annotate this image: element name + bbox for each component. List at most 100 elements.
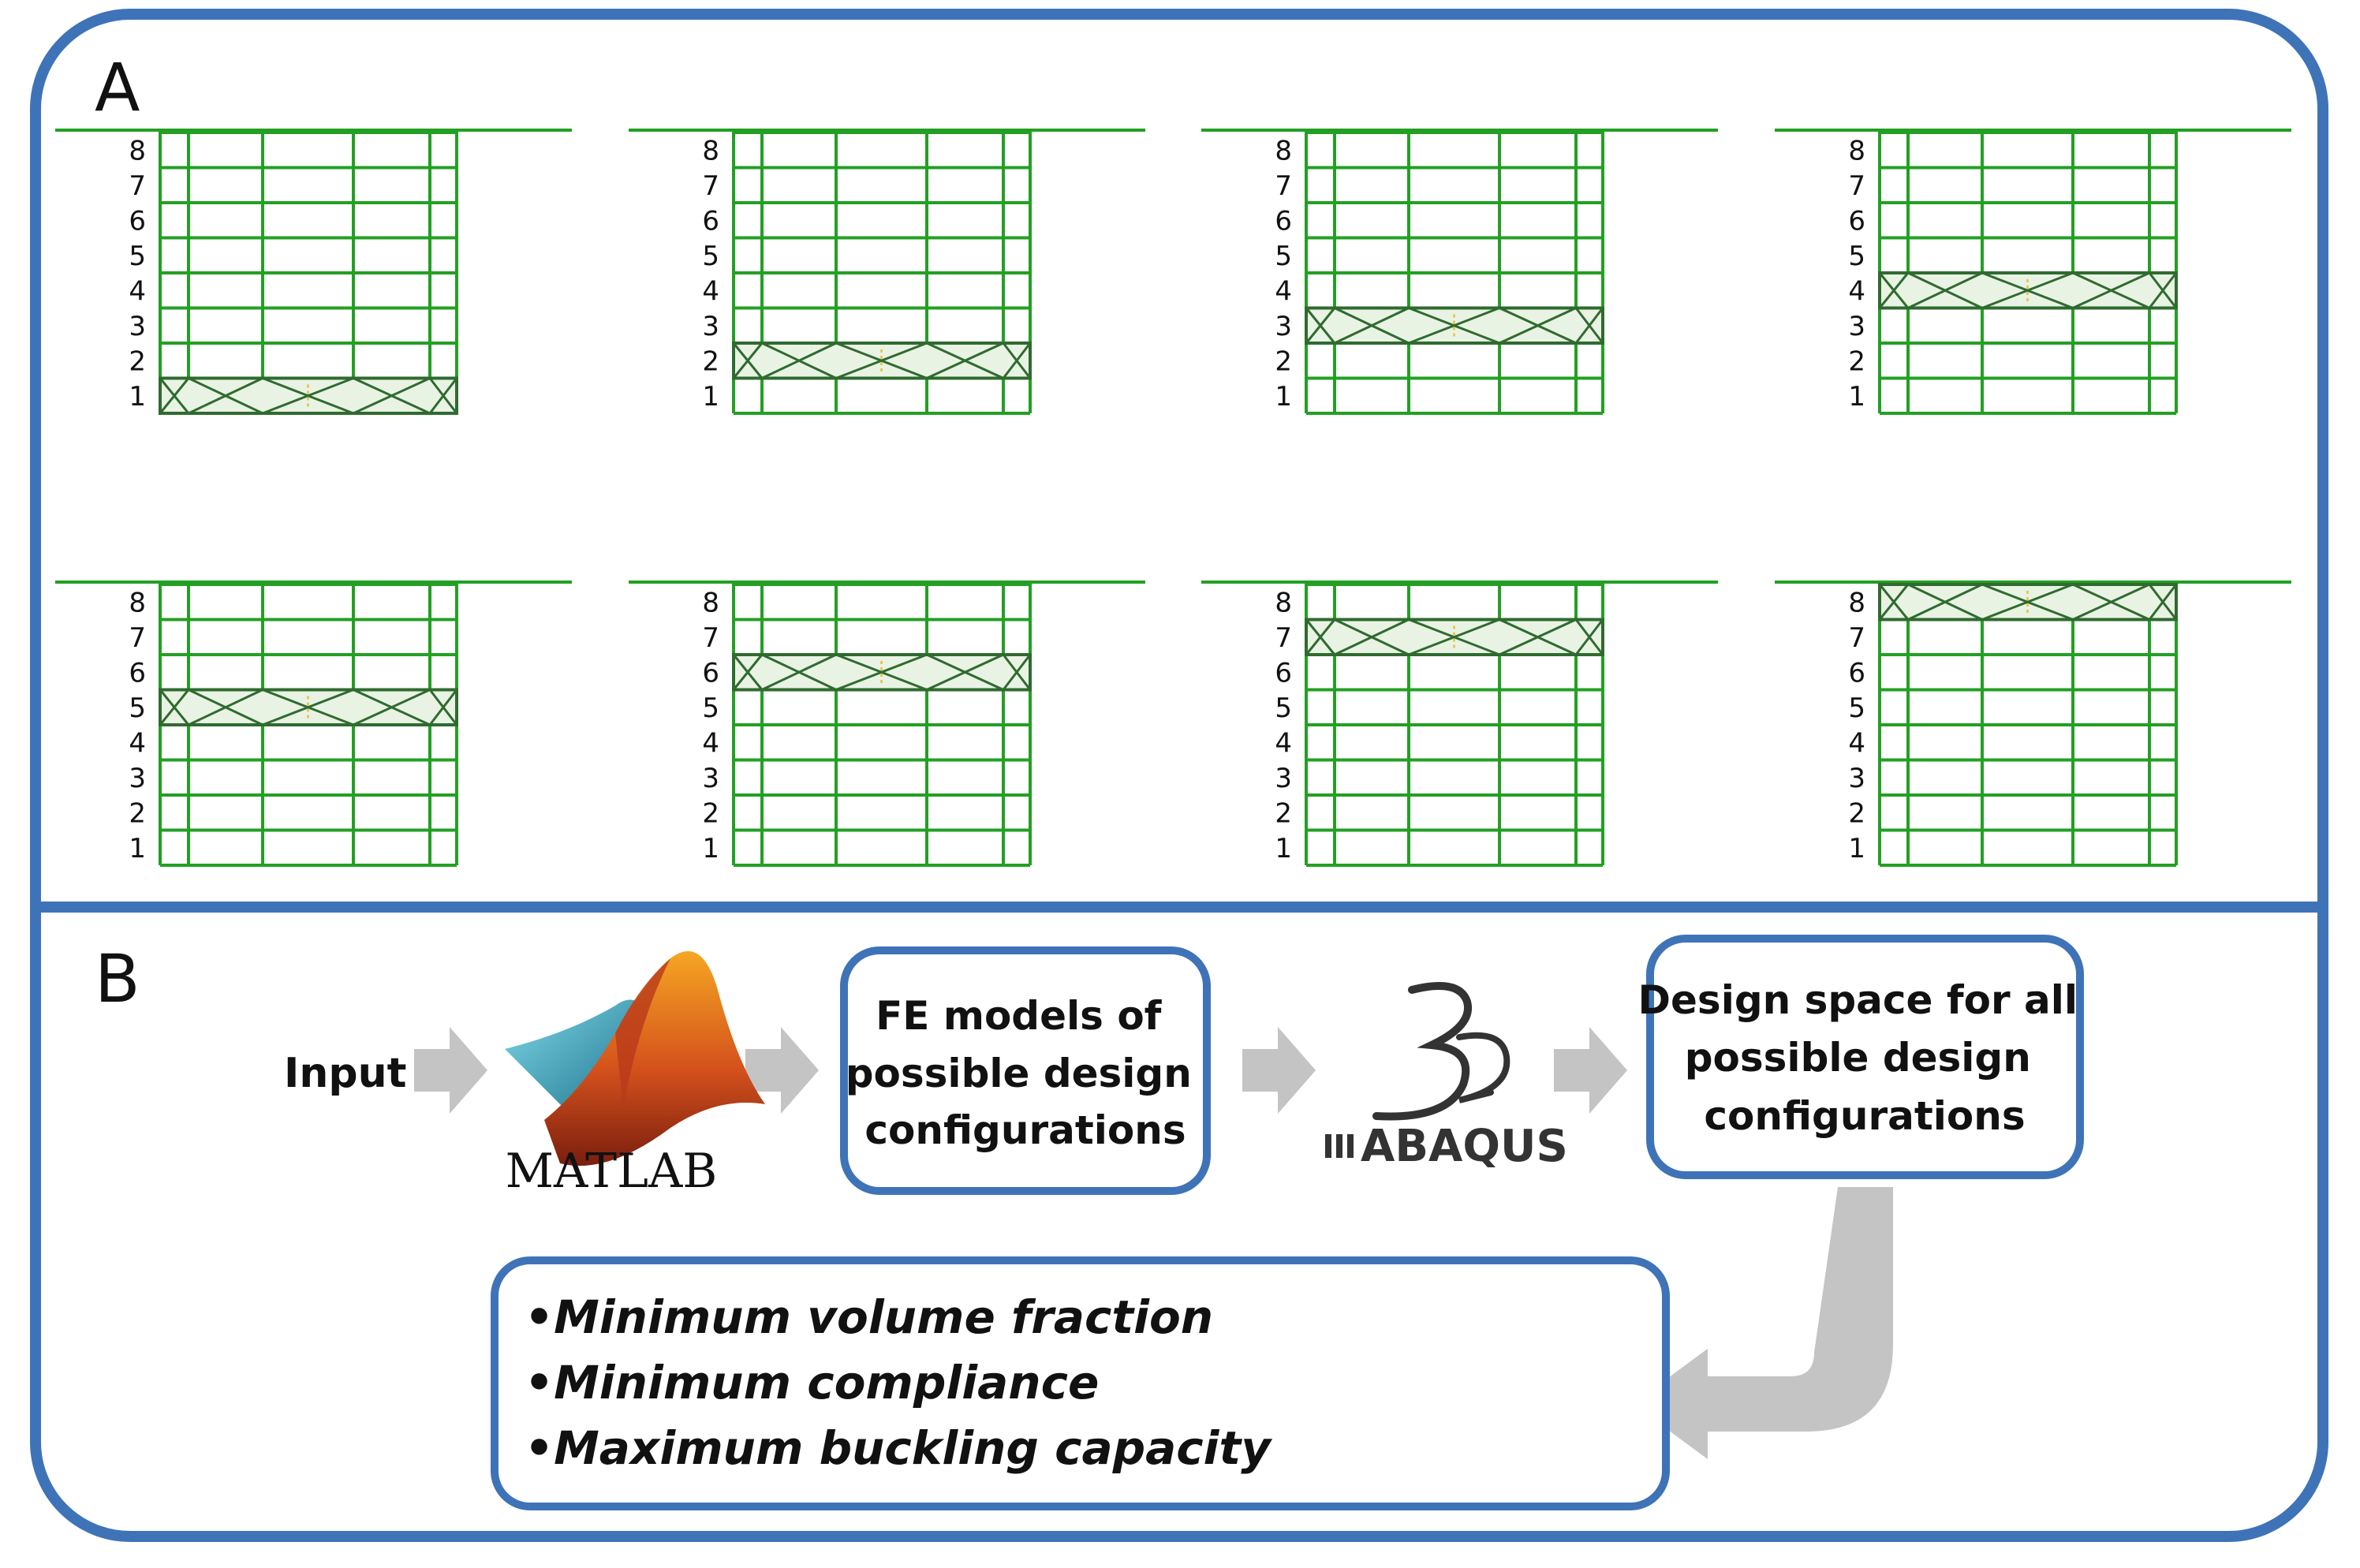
floor-number-label: 8 xyxy=(1848,135,1865,166)
floor-number-label: 1 xyxy=(1848,833,1865,864)
floor-number-label: 3 xyxy=(129,763,146,794)
floor-number-label: 6 xyxy=(1848,657,1865,689)
floor-number-label: 7 xyxy=(1848,622,1865,654)
floor-number-label: 2 xyxy=(1848,797,1865,829)
floor-number-label: 4 xyxy=(702,727,719,759)
brace-diagonal xyxy=(353,689,431,726)
brace-diagonal xyxy=(1499,307,1577,345)
design-line-1: Design space for all xyxy=(1638,977,2078,1023)
floor-number-label: 8 xyxy=(1275,135,1292,166)
floor-number-label: 8 xyxy=(129,135,146,166)
abaqus-logo: ABAQUS xyxy=(1325,982,1568,1172)
brace-diagonal xyxy=(188,689,263,726)
floor-number-label: 6 xyxy=(129,657,146,689)
floor-number-label: 7 xyxy=(702,170,719,202)
brace-diagonal xyxy=(761,653,837,691)
brace-diagonal xyxy=(159,377,190,414)
fe-line-3: configurations xyxy=(864,1107,1186,1153)
floor-number-label: 2 xyxy=(1275,345,1292,377)
brace-diagonal xyxy=(2148,272,2178,309)
bracing-band xyxy=(1305,306,1604,345)
brace-diagonal xyxy=(1574,307,1604,344)
brace-diagonal xyxy=(1907,583,1983,621)
floor-number-label: 5 xyxy=(1848,693,1865,724)
curved-arrow-down-left-icon xyxy=(1633,1187,1893,1459)
floor-number-label: 8 xyxy=(129,587,146,618)
objective-3: •Maximum buckling capacity xyxy=(525,1421,1272,1475)
floor-number-label: 5 xyxy=(1848,241,1865,272)
fe-models-text: FE models of possible design configurati… xyxy=(846,993,1205,1153)
floor-number-label: 7 xyxy=(702,622,719,654)
panel-a-label: A xyxy=(95,49,140,126)
frame-structures-group: 1234567812345678123456781234567812345678… xyxy=(55,129,2291,867)
floor-number-label: 6 xyxy=(702,205,719,237)
brace-diagonal xyxy=(353,377,431,415)
brace-diagonal xyxy=(262,377,354,415)
3ds-mark-icon xyxy=(1372,982,1472,1121)
brace-diagonal xyxy=(1907,271,1983,309)
outer-frame xyxy=(30,9,2328,1542)
arrow-right-icon xyxy=(414,1027,487,1114)
bracing-band xyxy=(1878,583,2178,622)
floor-number-label: 6 xyxy=(1848,205,1865,237)
brace-diagonal xyxy=(926,342,1004,379)
design-space-box xyxy=(1646,935,2084,1179)
brace-diagonal xyxy=(1408,618,1500,656)
floor-number-label: 5 xyxy=(702,693,719,724)
input-label: Input xyxy=(284,1050,406,1097)
floor-number-label: 3 xyxy=(1848,763,1865,794)
bracing-band xyxy=(1305,618,1604,656)
bracing-band xyxy=(732,653,1032,692)
floor-number-label: 3 xyxy=(1275,763,1292,794)
floor-number-label: 8 xyxy=(1275,587,1292,618)
bracing-band xyxy=(1878,271,2178,310)
brace-diagonal xyxy=(835,653,928,691)
brace-diagonal xyxy=(732,654,764,691)
brace-diagonal xyxy=(262,689,354,726)
brace-diagonal xyxy=(428,689,458,726)
brace-diagonal xyxy=(1499,618,1577,656)
fe-line-2: possible design xyxy=(846,1051,1192,1096)
brace-diagonal xyxy=(1574,618,1604,655)
floor-number-label: 4 xyxy=(702,275,719,307)
floor-number-label: 4 xyxy=(1275,727,1292,759)
floor-number-label: 8 xyxy=(702,587,719,618)
floor-number-label: 4 xyxy=(129,727,146,759)
objective-2: •Minimum compliance xyxy=(525,1356,1099,1409)
arrow-right-icon xyxy=(1242,1027,1316,1114)
matlab-logo: MATLAB xyxy=(505,951,765,1199)
arrow-right-icon xyxy=(1554,1027,1627,1114)
floor-number-label: 1 xyxy=(702,833,719,864)
floor-number-label: 4 xyxy=(1848,275,1865,307)
floor-number-label: 4 xyxy=(1848,727,1865,759)
floor-number-label: 7 xyxy=(1848,170,1865,202)
floor-number-label: 3 xyxy=(1275,311,1292,342)
floor-number-label: 5 xyxy=(1275,241,1292,272)
design-space-text: Design space for all possible design con… xyxy=(1638,977,2092,1139)
bracing-band xyxy=(732,342,1032,380)
floor-number-label: 1 xyxy=(129,833,146,864)
floor-number-label: 3 xyxy=(129,311,146,342)
brace-diagonal xyxy=(1002,342,1032,379)
abaqus-label: ABAQUS xyxy=(1361,1121,1568,1172)
floor-number-label: 5 xyxy=(702,241,719,272)
brace-diagonal xyxy=(1305,307,1336,344)
floor-number-label: 2 xyxy=(702,797,719,829)
floor-number-label: 7 xyxy=(129,622,146,654)
brace-diagonal xyxy=(2072,583,2150,621)
brace-diagonal xyxy=(159,689,190,726)
bracing-band xyxy=(159,688,458,726)
floor-number-label: 1 xyxy=(702,381,719,413)
design-line-3: configurations xyxy=(1704,1093,2025,1139)
bracing-band xyxy=(159,376,458,415)
brace-diagonal xyxy=(188,377,263,415)
floor-number-label: 3 xyxy=(702,763,719,794)
brace-diagonal xyxy=(2148,584,2178,621)
